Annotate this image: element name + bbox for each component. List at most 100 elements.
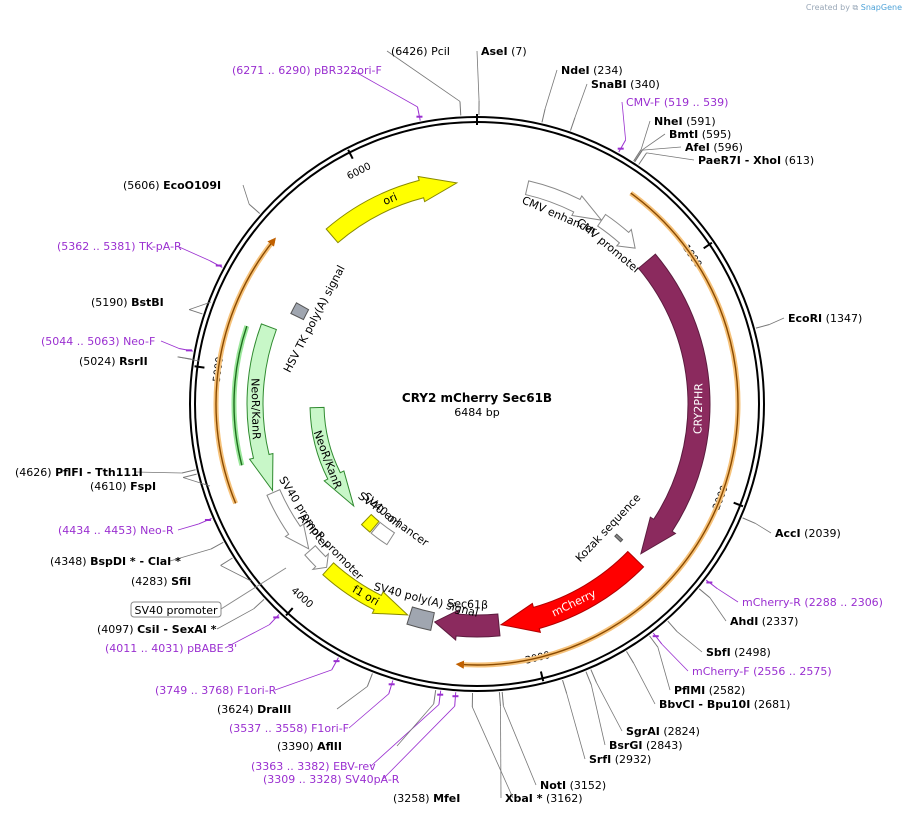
tick-mark	[285, 607, 294, 617]
restriction-site-label[interactable]: SbfI (2498)	[706, 646, 771, 659]
site-name: AflII	[317, 740, 342, 753]
site-position: (2288 .. 2306)	[801, 596, 883, 609]
primer-label[interactable]: (4434 .. 4453) Neo-R	[58, 524, 174, 537]
restriction-site-label[interactable]: SrfI (2932)	[589, 753, 651, 766]
restriction-site-label[interactable]: AseI (7)	[481, 45, 527, 58]
primer-label[interactable]: (6271 .. 6290) pBR322ori-F	[232, 64, 382, 77]
site-leader-line	[274, 669, 332, 691]
site-leader-line	[386, 50, 461, 102]
restriction-site-label[interactable]: AfeI (596)	[685, 141, 743, 154]
site-leader	[331, 657, 339, 671]
restriction-site-label[interactable]: SgrAI (2824)	[626, 725, 700, 738]
site-leader-line	[176, 245, 211, 262]
restriction-site-label[interactable]: (4348) BspDI * - ClaI *	[50, 555, 181, 568]
restriction-site-label[interactable]: (3390) AflII	[277, 740, 342, 753]
site-leader-line	[709, 597, 727, 622]
site-name: BbvCI - Bpu10I	[659, 698, 750, 711]
primer-label[interactable]: (3537 .. 3558) F1ori-F	[229, 722, 349, 735]
feature-arrow[interactable]	[406, 606, 435, 631]
site-leader-line	[370, 704, 440, 767]
primer-mark	[652, 635, 659, 638]
site-leader	[652, 632, 663, 645]
site-name: F1ori-R	[237, 684, 277, 697]
feature-label: HSV TK poly(A) signal	[281, 263, 348, 375]
restriction-site-label[interactable]: (5190) BstBI	[91, 296, 164, 309]
site-name: Neo-F	[123, 335, 155, 348]
site-leader-line	[574, 83, 588, 118]
restriction-site-label[interactable]: (3624) DraIII	[217, 703, 291, 716]
site-leader-line	[621, 101, 627, 140]
primer-label[interactable]: CMV-F (519 .. 539)	[626, 96, 728, 109]
feature-arrow[interactable]	[309, 406, 355, 508]
primer-label[interactable]: mCherry-R (2288 .. 2306)	[742, 596, 883, 609]
restriction-site-label[interactable]: (4626) PflFI - Tth111I	[15, 466, 143, 479]
restriction-site-label[interactable]: BsrGI (2843)	[609, 739, 683, 752]
snapgene-credit: Created by ⧉ SnapGene	[806, 3, 902, 13]
restriction-site-label[interactable]: AccI (2039)	[775, 527, 841, 540]
primer-label[interactable]: (5362 .. 5381) TK-pA-R	[57, 240, 182, 253]
feature-arrow[interactable]	[499, 550, 645, 634]
feature-arrow[interactable]	[290, 302, 310, 321]
restriction-site-label[interactable]: EcoRI (1347)	[788, 312, 862, 325]
site-position: (5362 .. 5381)	[57, 240, 139, 253]
feature-arrow[interactable]	[596, 213, 636, 249]
restriction-site-label[interactable]: (5606) EcoO109I	[123, 179, 221, 192]
restriction-site-label[interactable]: PflMI (2582)	[674, 684, 745, 697]
feature-arrow[interactable]	[322, 562, 409, 616]
restriction-sites: (6426) PciI AseI (7) NdeI (234)SnaBI (340)…	[15, 45, 883, 805]
site-name: NotI	[540, 779, 566, 792]
primer-label[interactable]: (3309 .. 3328) SV40pA-R	[263, 773, 400, 786]
primer-mark	[388, 683, 395, 686]
site-name: DraIII	[257, 703, 291, 716]
restriction-site-label[interactable]: (5024) RsrII	[79, 355, 148, 368]
site-position: (4097)	[97, 623, 137, 636]
feature-arrow[interactable]	[360, 513, 380, 533]
feature-arrow[interactable]	[304, 545, 330, 571]
site-position: (4011 .. 4031)	[105, 642, 187, 655]
annotation-arcs	[213, 191, 741, 669]
restriction-site-label[interactable]: PaeR7I - XhoI (613)	[698, 154, 814, 167]
feature-arrow[interactable]	[266, 489, 310, 550]
site-leader-line	[566, 693, 586, 760]
primer-label[interactable]: (5044 .. 5063) Neo-F	[41, 335, 155, 348]
restriction-site-label[interactable]: (4610) FspI	[90, 480, 156, 493]
restriction-site-label[interactable]: XbaI * (3162)	[505, 792, 583, 805]
restriction-site-label[interactable]: BbvCI - Bpu10I (2681)	[659, 698, 790, 711]
primer-label[interactable]: (4011 .. 4031) pBABE 3'	[105, 642, 237, 655]
restriction-site-label[interactable]: BmtI (595)	[669, 128, 731, 141]
primer-label[interactable]: (3363 .. 3382) EBV-rev	[251, 760, 376, 773]
feature-arrow[interactable]	[614, 533, 624, 543]
site-name: SnaBI	[591, 78, 627, 91]
site-leader	[638, 152, 648, 165]
primer-mark	[215, 264, 222, 267]
feature-arrow[interactable]	[433, 609, 501, 642]
site-leader-line	[596, 682, 623, 732]
feature-arrow[interactable]	[370, 521, 396, 546]
restriction-site-label[interactable]: (3258) MfeI	[393, 792, 460, 805]
restriction-site-label[interactable]: NdeI (234)	[561, 64, 623, 77]
restriction-site-label[interactable]: (4283) SfiI	[131, 575, 191, 588]
restriction-site-label[interactable]: SnaBI (340)	[591, 78, 660, 91]
restriction-site-label[interactable]: NotI (3152)	[540, 779, 606, 792]
primer-label[interactable]: mCherry-F (2556 .. 2575)	[692, 665, 832, 678]
site-leader-line	[177, 523, 199, 531]
site-name: PflFI - Tth111I	[55, 466, 143, 479]
site-position: (2556 .. 2575)	[750, 665, 832, 678]
feature-arrow[interactable]	[246, 323, 278, 493]
restriction-site-label[interactable]: (4097) CsiI - SexAI *	[97, 623, 217, 636]
site-name: mCherry-F	[692, 665, 750, 678]
feature-arrow[interactable]	[325, 175, 459, 244]
feature-arrow[interactable]	[524, 180, 603, 221]
site-name: SV40pA-R	[345, 773, 400, 786]
restriction-site-label[interactable]: NheI (591)	[654, 115, 716, 128]
site-leader-line	[216, 608, 254, 630]
credit-prefix: Created by	[805, 3, 850, 12]
feature-arrow[interactable]	[637, 253, 711, 555]
site-position: (6271 .. 6290)	[232, 64, 314, 77]
site-leader-line	[182, 477, 211, 487]
restriction-site-label[interactable]: (6426) PciI	[391, 45, 450, 58]
primer-label[interactable]: (3749 .. 3768) F1ori-R	[155, 684, 277, 697]
site-leader	[188, 309, 203, 315]
site-leader-line	[220, 565, 252, 582]
restriction-site-label[interactable]: AhdI (2337)	[730, 615, 798, 628]
